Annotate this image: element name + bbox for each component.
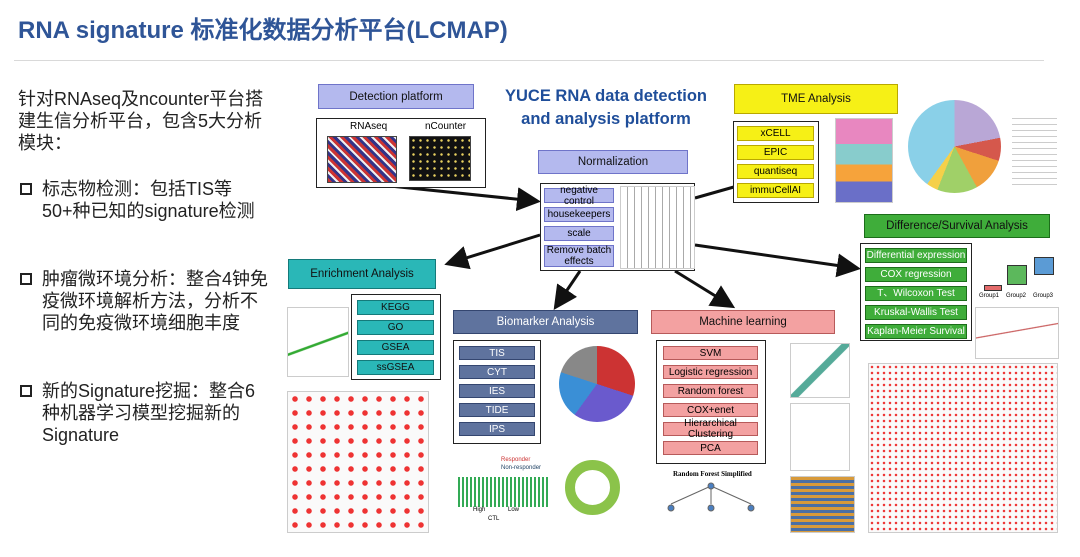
biomarker-circos-image	[559, 346, 635, 422]
norm-housekeepers: housekeepers	[544, 207, 614, 222]
ml-box: SVM Logistic regression Random forest CO…	[656, 340, 766, 464]
tme-immucellai: immuCellAI	[737, 183, 814, 198]
enrichment-box: KEGG GO GSEA ssGSEA	[351, 294, 441, 380]
enrich-go: GO	[357, 320, 434, 335]
ml-header: Machine learning	[651, 310, 835, 334]
diff-header: Difference/Survival Analysis	[864, 214, 1050, 238]
rnaseq-heatmap-image	[327, 136, 397, 183]
ml-hierarchical: Hierarchical Clustering	[663, 418, 758, 440]
box-group3: Group3	[1033, 293, 1054, 299]
bullet-text: 肿瘤微环境分析：整合4钟免疫微环境解析方法，分析不同的免疫微环境细胞丰度	[42, 269, 269, 333]
bullet-text: 新的Signature挖掘：整合6种机器学习模型挖掘新的Signature	[42, 381, 256, 445]
tme-quantiseq: quantiseq	[737, 164, 814, 179]
ips-donut-image	[565, 460, 620, 515]
arrow-to-biomarker	[553, 270, 582, 310]
box-group1: Group1	[979, 293, 1000, 299]
tide-high: High	[473, 507, 486, 513]
ml-random-forest: Random forest	[663, 384, 758, 398]
normalization-header: Normalization	[538, 150, 688, 174]
bio-ies: IES	[459, 384, 535, 398]
detection-box: RNAseq nCounter	[316, 118, 486, 188]
diff-cox: COX regression	[865, 267, 967, 282]
volcano-plot-image	[868, 363, 1058, 533]
arrow-to-enrichment	[444, 233, 541, 270]
slide-title: RNA signature 标准化数据分析平台(LCMAP)	[18, 17, 508, 44]
diff-box: Differential expression COX regression T…	[860, 243, 972, 341]
ml-cox-enet: COX+enet	[663, 403, 758, 417]
clustering-heatmap-image	[790, 476, 855, 533]
tide-low: Low	[508, 507, 520, 513]
flow-arrows	[389, 174, 861, 310]
svm-plot-image	[790, 343, 850, 398]
tme-epic: EPIC	[737, 145, 814, 160]
diff-expression: Differential expression	[865, 248, 967, 263]
bullet-tme: 肿瘤微环境分析：整合4钟免疫微环境解析方法，分析不同的免疫微环境细胞丰度	[18, 268, 273, 334]
bio-tis: TIS	[459, 346, 535, 360]
arrow-to-ml	[674, 269, 736, 309]
bullet-biomarker: 标志物检测：包括TIS等50+种已知的signature检测	[18, 178, 273, 222]
platform-diagram: YUCE RNA data detection and analysis pla…	[285, 83, 1061, 553]
arrow-detection-to-normalization	[389, 184, 541, 212]
ml-logistic: Logistic regression	[663, 365, 758, 379]
random-forest-image: Random Forest Simplified	[651, 470, 771, 553]
tide-responder: Responder	[501, 457, 531, 463]
bio-tide: TIDE	[459, 403, 535, 417]
ml-svm: SVM	[663, 346, 758, 360]
rf-trees	[667, 482, 755, 512]
norm-scale: scale	[544, 226, 614, 241]
detection-header: Detection platform	[318, 84, 474, 109]
tme-pie-image	[908, 100, 1001, 193]
tide-non-responder: Non-responder	[501, 465, 542, 471]
bullet-text: 标志物检测：包括TIS等50+种已知的signature检测	[42, 179, 255, 221]
ncounter-label: nCounter	[425, 121, 467, 132]
tide-barplot-image: Responder Non-responder High Low CTL	[453, 455, 553, 527]
tme-xcell: xCELL	[737, 126, 814, 141]
arrow-to-diff	[694, 243, 861, 278]
center-title-line2: and analysis platform	[521, 110, 691, 128]
ncounter-image	[409, 136, 471, 181]
enrichment-header: Enrichment Analysis	[288, 259, 436, 289]
tme-header: TME Analysis	[734, 84, 898, 114]
rnaseq-label: RNAseq	[350, 121, 388, 132]
box-group2: Group2	[1006, 293, 1027, 299]
bio-ips: IPS	[459, 422, 535, 436]
norm-remove-batch: Remove batch effects	[544, 245, 614, 267]
diff-t-wilcoxon: T、Wilcoxon Test	[865, 286, 967, 301]
center-title-line1: YUCE RNA data detection	[505, 87, 707, 105]
enrichment-dotplot-image	[287, 391, 429, 533]
gsea-plot-image	[287, 307, 349, 377]
diff-boxplot-image: Group1 Group2 Group3	[979, 243, 1059, 305]
bullet-square-icon	[20, 273, 32, 285]
diff-kaplan-meier: Kaplan-Meier Survival	[865, 324, 967, 339]
bullet-signature: 新的Signature挖掘：整合6种机器学习模型挖掘新的Signature	[18, 380, 273, 446]
bio-cyt: CYT	[459, 365, 535, 379]
pca-plot-image	[790, 403, 850, 471]
enrich-gsea: GSEA	[357, 340, 434, 355]
normalization-boxplot-image	[620, 186, 695, 269]
diff-kruskal: Kruskal-Wallis Test	[865, 305, 967, 320]
intro-text: 针对RNAseq及ncounter平台搭建生信分析平台，包含5大分析模块：	[18, 89, 264, 153]
tme-legend-image	[1012, 113, 1057, 188]
center-title: YUCE RNA data detection and analysis pla…	[481, 85, 731, 131]
enrich-ssgsea: ssGSEA	[357, 360, 434, 375]
rf-title: Random Forest Simplified	[673, 470, 752, 478]
title-divider	[14, 60, 1044, 61]
norm-negative-control: negative control	[544, 185, 614, 207]
enrich-kegg: KEGG	[357, 300, 434, 315]
biomarker-box: TIS CYT IES TIDE IPS	[453, 340, 541, 444]
bullet-square-icon	[20, 183, 32, 195]
biomarker-header: Biomarker Analysis	[453, 310, 638, 334]
tide-ctl: CTL	[488, 516, 500, 522]
ml-pca: PCA	[663, 441, 758, 455]
km-survival-image	[975, 307, 1059, 359]
bullet-square-icon	[20, 385, 32, 397]
tme-stacked-bar-image	[835, 118, 893, 203]
tme-box: xCELL EPIC quantiseq immuCellAI	[733, 121, 819, 203]
